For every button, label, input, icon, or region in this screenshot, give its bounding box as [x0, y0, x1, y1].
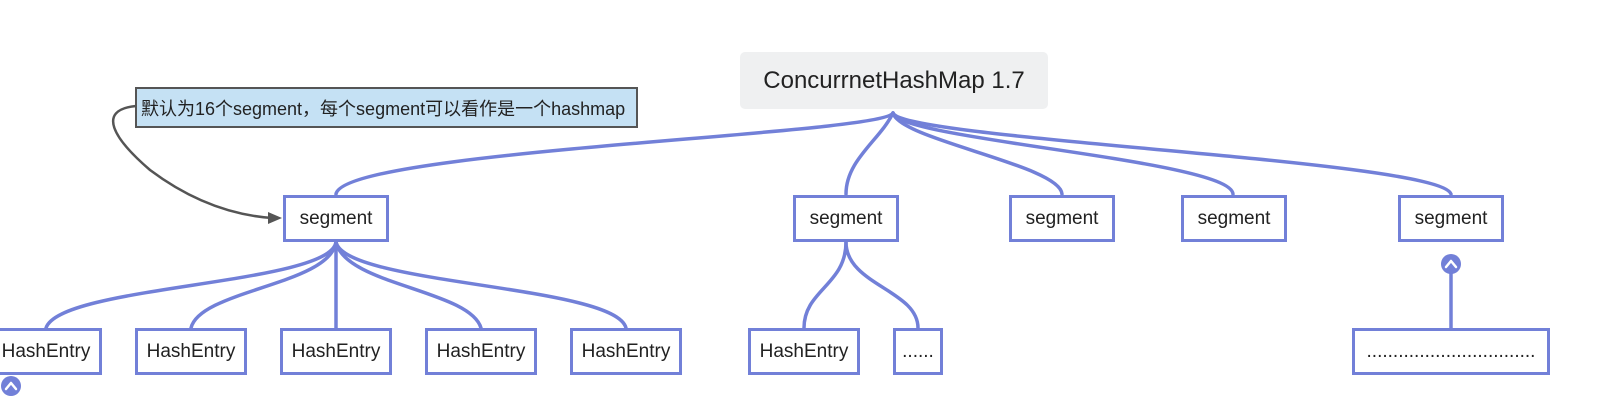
callout-arrow-line [111, 104, 273, 220]
root-label: ConcurrnetHashMap 1.7 [763, 66, 1025, 94]
hashentry-node[interactable]: HashEntry [425, 328, 537, 375]
collapse-toggle-icon[interactable] [1441, 254, 1461, 274]
segment-node[interactable]: segment [1398, 195, 1504, 242]
edge-seg1-entry-2 [189, 240, 338, 330]
hashentry-label: HashEntry [291, 340, 381, 362]
edge-seg1-entry-5 [334, 240, 628, 330]
collapse-toggle-icon[interactable] [1, 376, 21, 396]
segment-node[interactable]: segment [1009, 195, 1115, 242]
edge-seg1-entry-4 [334, 240, 483, 330]
edge-seg2-entry-1 [802, 240, 848, 330]
hashentry-node[interactable]: HashEntry [135, 328, 247, 375]
segment-label: segment [809, 207, 883, 229]
hashentry-node[interactable]: HashEntry [0, 328, 102, 375]
hashentry-label: HashEntry [1, 340, 91, 362]
hashentry-node[interactable]: HashEntry [748, 328, 860, 375]
edge-root-segment-5 [891, 111, 1453, 196]
ellipsis-node[interactable]: ...... [893, 328, 943, 375]
edge-root-segment-4 [891, 111, 1235, 196]
segment-node[interactable]: segment [1181, 195, 1287, 242]
hashentry-node[interactable]: HashEntry [280, 328, 392, 375]
ellipsis-label: ...... [902, 340, 934, 362]
callout-arrowhead [268, 212, 282, 224]
segment-label: segment [299, 207, 373, 229]
hashentry-label: HashEntry [759, 340, 849, 362]
segment-label: segment [1414, 207, 1488, 229]
segment-label: segment [1025, 207, 1099, 229]
segment-node[interactable]: segment [793, 195, 899, 242]
hashentry-label: HashEntry [146, 340, 236, 362]
edge-root-segment-2 [844, 111, 895, 196]
segment-node[interactable]: segment [283, 195, 389, 242]
edge-seg1-entry-1 [44, 240, 338, 330]
root-node[interactable]: ConcurrnetHashMap 1.7 [740, 52, 1048, 109]
ellipsis-node[interactable]: ................................ [1352, 328, 1550, 375]
hashentry-node[interactable]: HashEntry [570, 328, 682, 375]
hashentry-label: HashEntry [581, 340, 671, 362]
segment-label: segment [1197, 207, 1271, 229]
edge-root-segment-1 [334, 111, 895, 196]
callout-note[interactable]: 默认为16个segment，每个segment可以看作是一个hashmap [135, 87, 638, 128]
ellipsis-label: ................................ [1366, 340, 1536, 362]
edge-seg2-entry-2 [844, 240, 920, 330]
edge-root-segment-3 [891, 111, 1064, 196]
callout-text: 默认为16个segment，每个segment可以看作是一个hashmap [141, 98, 626, 119]
hashentry-label: HashEntry [436, 340, 526, 362]
